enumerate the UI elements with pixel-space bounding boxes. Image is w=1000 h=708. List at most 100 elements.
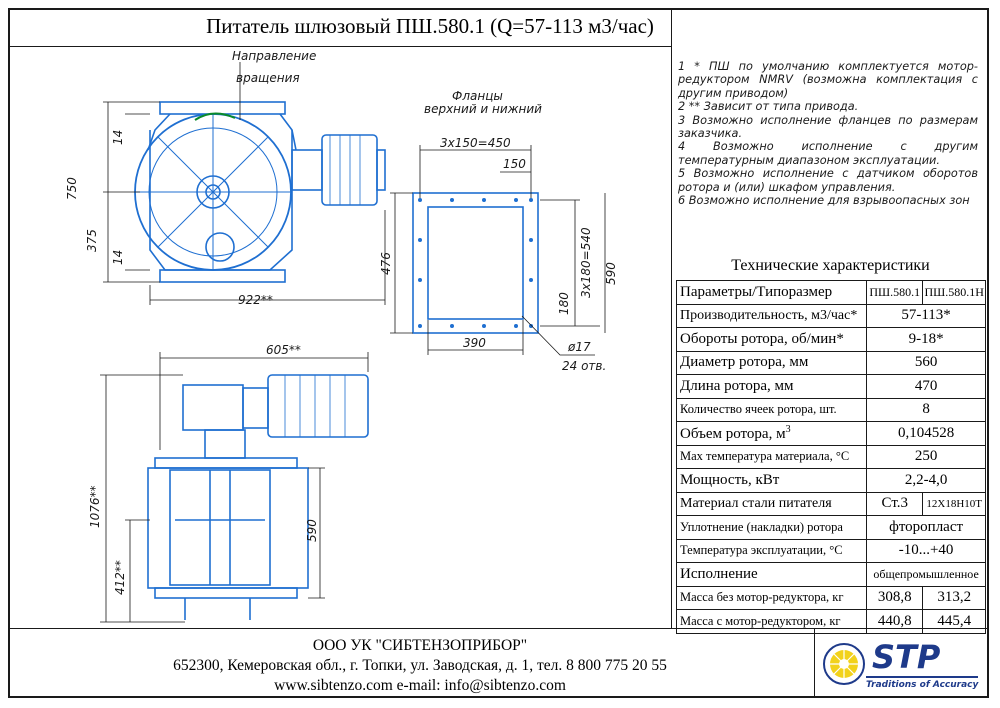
- note-item: 3 Возможно исполнение фланцев по размера…: [678, 113, 978, 141]
- row-value: фторопласт: [866, 515, 986, 540]
- dim-phi17: ø17: [567, 340, 591, 354]
- title-divider: [8, 46, 671, 47]
- side-view: [134, 101, 386, 283]
- table-row: Масса с мотор-редуктором, кг 440,8 445,4: [675, 609, 986, 634]
- row-value-2: 445,4: [922, 609, 986, 634]
- row-value: -10...+40: [866, 538, 986, 563]
- tech-specs-table: Параметры/Типоразмер ПШ.580.1 ПШ.580.1Н …: [675, 280, 986, 634]
- stp-emblem-icon: [823, 643, 865, 685]
- dim-1076: 1076**: [88, 485, 102, 528]
- table-row: Длина ротора, мм 470: [675, 374, 986, 399]
- row-label: Исполнение: [675, 562, 868, 587]
- flanges-label-2: верхний и нижний: [424, 102, 542, 116]
- table-row: Max температура материала, °С 250: [675, 444, 986, 469]
- row-value: 9-18*: [866, 327, 986, 352]
- row-value: 2,2-4,0: [866, 468, 986, 493]
- table-row: Мощность, кВт 2,2-4,0: [675, 468, 986, 493]
- dim-375: 375: [85, 229, 99, 252]
- company-name: ООО УК "СИБТЕНЗОПРИБОР": [312, 637, 528, 654]
- company-info: ООО УК "СИБТЕНЗОПРИБОР" 652300, Кемеровс…: [100, 636, 740, 696]
- company-web: www.sibtenzo.com e-mail: info@sibtenzo.c…: [274, 677, 566, 694]
- row-value: 250: [866, 444, 986, 469]
- table-row: Масса без мотор-редуктора, кг 308,8 313,…: [675, 585, 986, 610]
- table-row: Объем ротора, м3 0,104528: [675, 421, 986, 446]
- row-value-1: Ст.3: [866, 491, 924, 516]
- rotation-label-2: вращения: [236, 71, 300, 85]
- table-row: Материал стали питателя Ст.3 12X18H10T: [675, 491, 986, 516]
- logo-tagline: Traditions of Accuracy: [866, 680, 979, 690]
- stamp-divider: [814, 628, 815, 698]
- dim-14-bottom: 14: [111, 250, 125, 265]
- table-row: Обороты ротора, об/мин* 9-18*: [675, 327, 986, 352]
- row-label: Производительность, м3/час*: [675, 303, 868, 328]
- side-view-dimensions: [103, 62, 386, 305]
- row-value: 8: [866, 397, 986, 422]
- row-label: Масса с мотор-редуктором, кг: [675, 609, 868, 634]
- table-row: Количество ячеек ротора, шт. 8: [675, 397, 986, 422]
- dim-412: 412**: [113, 560, 127, 595]
- row-value: 470: [866, 374, 986, 399]
- dim-150: 150: [503, 157, 526, 171]
- row-label: Max температура материала, °С: [675, 444, 868, 469]
- front-view: [147, 374, 369, 620]
- row-value: 560: [866, 350, 986, 375]
- table-row: Производительность, м3/час* 57-113*: [675, 303, 986, 328]
- dim-590-front: 590: [305, 519, 319, 542]
- notes-list: 1 * ПШ по умолчанию комплектуется мотор-…: [678, 60, 978, 207]
- stp-logo: STP Traditions of Accuracy: [820, 634, 985, 694]
- row-label: Объем ротора, м3: [675, 421, 868, 446]
- dim-590-flange: 590: [604, 262, 618, 285]
- row-label: Мощность, кВт: [675, 468, 868, 493]
- row-label: Количество ячеек ротора, шт.: [675, 397, 868, 422]
- front-view-dimensions: [100, 352, 369, 623]
- dim-605: 605**: [266, 343, 301, 357]
- header-param: Параметры/Типоразмер: [675, 280, 868, 305]
- note-item: 5 Возможно исполнение с датчиком оборото…: [678, 167, 978, 194]
- page-title: Питатель шлюзовый ПШ.580.1 (Q=57-113 м3/…: [206, 14, 654, 38]
- row-value-2: 12X18H10T: [922, 491, 986, 516]
- volume-unit-sup: 3: [785, 423, 791, 435]
- dim-476: 476: [379, 252, 393, 275]
- holes-count: 24 отв.: [562, 359, 606, 373]
- dim-750: 750: [65, 177, 79, 200]
- row-value: общепромышленное: [866, 562, 986, 587]
- row-value-1: 308,8: [866, 585, 924, 610]
- volume-label: Объем ротора, м: [680, 425, 786, 442]
- row-label: Материал стали питателя: [675, 491, 868, 516]
- dim-390: 390: [463, 336, 486, 350]
- note-item: 4 Возможно исполнение с другим температу…: [678, 140, 978, 167]
- table-row: Уплотнение (накладки) ротора фторопласт: [675, 515, 986, 540]
- dim-3x180: 3x180=540: [579, 227, 593, 298]
- note-item: 6 Возможно исполнение для взрывоопасных …: [678, 194, 970, 208]
- row-value-1: 440,8: [866, 609, 924, 634]
- dim-14-top: 14: [111, 130, 125, 145]
- table-row: Диаметр ротора, мм 560: [675, 350, 986, 375]
- drawing-frame: [8, 8, 989, 698]
- row-label: Обороты ротора, об/мин*: [675, 327, 868, 352]
- tech-specs-title: Технические характеристики: [731, 257, 930, 274]
- rotation-label-1: Направление: [232, 49, 316, 63]
- flange-view: [412, 192, 539, 334]
- note-item: 2 ** Зависит от типа привода.: [678, 100, 859, 114]
- row-label: Длина ротора, мм: [675, 374, 868, 399]
- technical-drawing: Направление вращения 750 375 14 14 922**…: [65, 49, 618, 623]
- row-label: Температура эксплуатации, °С: [675, 538, 868, 563]
- footer-divider: [8, 628, 989, 629]
- flange-dimensions: [390, 145, 606, 356]
- row-label: Уплотнение (накладки) ротора: [675, 515, 868, 540]
- header-psh-580-1n: ПШ.580.1Н: [922, 280, 986, 305]
- row-value: 0,104528: [866, 421, 986, 446]
- logo-name: STP: [872, 638, 941, 676]
- table-row: Исполнение общепромышленное: [675, 562, 986, 587]
- note-item: 1 * ПШ по умолчанию комплектуется мотор-…: [678, 60, 978, 100]
- table-header-row: Параметры/Типоразмер ПШ.580.1 ПШ.580.1Н: [675, 280, 986, 305]
- row-value-2: 313,2: [922, 585, 986, 610]
- vertical-divider: [671, 8, 672, 628]
- row-label: Масса без мотор-редуктора, кг: [675, 585, 868, 610]
- header-psh-580-1: ПШ.580.1: [866, 280, 924, 305]
- row-value: 57-113*: [866, 303, 986, 328]
- flanges-label-1: Фланцы: [452, 89, 503, 103]
- logo-underline: [866, 676, 978, 678]
- dim-180: 180: [557, 292, 571, 315]
- table-row: Температура эксплуатации, °С -10...+40: [675, 538, 986, 563]
